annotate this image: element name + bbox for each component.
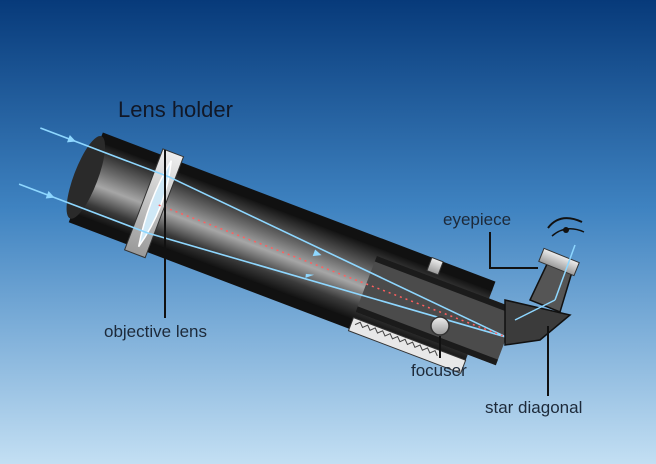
tube-opening — [66, 136, 106, 219]
light-ray-converge-top — [169, 176, 507, 338]
ray-arrow-2 — [45, 191, 55, 199]
tube-wall-top — [99, 132, 496, 292]
light-ray-diagonal — [514, 299, 556, 321]
light-ray-to-eye — [554, 244, 576, 301]
draw-tube-edge-bottom — [355, 306, 498, 366]
light-ray-in-bottom — [18, 183, 149, 234]
lock-screw — [426, 256, 444, 276]
focuser-knob — [430, 316, 450, 336]
label-lens-holder: Lens holder — [118, 97, 233, 122]
focuser-rack — [354, 321, 438, 357]
light-ray-in-top — [40, 127, 170, 178]
eye-icon — [547, 217, 585, 237]
focuser-housing — [347, 316, 467, 374]
telescope-body — [18, 127, 518, 374]
label-focuser: focuser — [411, 361, 467, 380]
ray-arrow-4 — [305, 273, 315, 278]
objective-lens-glass — [137, 160, 173, 248]
optical-axis — [158, 204, 507, 338]
draw-tube — [355, 255, 518, 366]
label-star-diagonal: star diagonal — [485, 398, 583, 417]
ray-arrow-1 — [66, 134, 76, 143]
star-diagonal-body — [504, 244, 580, 346]
label-objective-lens: objective lens — [104, 322, 208, 341]
leader-eyepiece — [489, 232, 538, 269]
label-eyepiece: eyepiece — [443, 210, 512, 229]
draw-tube-edge-top — [374, 255, 518, 315]
ray-arrow-3 — [312, 249, 322, 257]
eyepiece-barrel — [538, 247, 580, 277]
